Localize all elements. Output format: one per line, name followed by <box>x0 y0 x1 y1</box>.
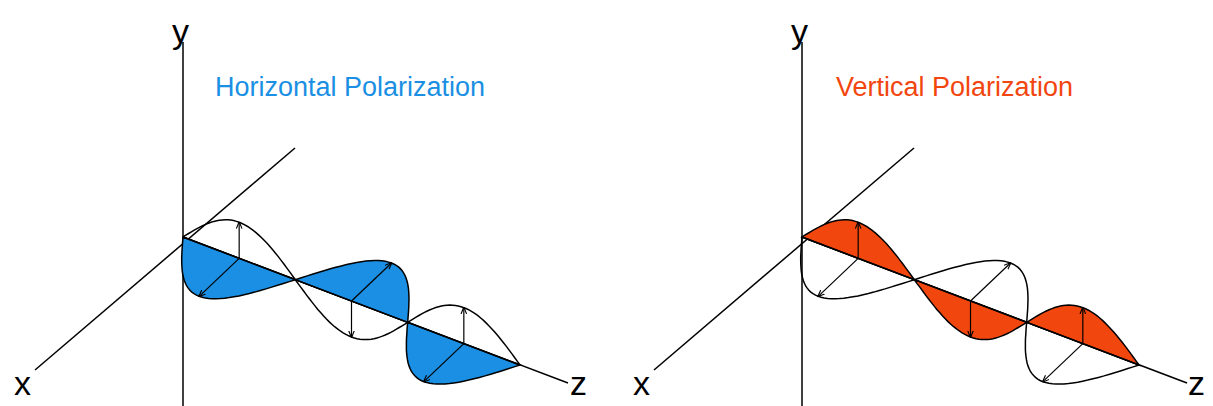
filled-wave <box>802 220 1139 365</box>
field-arrow <box>970 301 971 337</box>
y-axis <box>801 42 803 406</box>
axis-label: y <box>791 14 808 48</box>
axis-label: z <box>1188 366 1205 400</box>
propagation-line <box>802 237 1139 365</box>
z-axis <box>802 237 1187 383</box>
axis-label: x <box>633 366 650 400</box>
field-arrow <box>971 263 1011 301</box>
axis-label: z <box>570 366 587 400</box>
field-arrow <box>818 258 858 296</box>
field-arrow <box>858 222 859 258</box>
field-arrow <box>1082 308 1083 344</box>
field-arrow <box>352 263 392 301</box>
axis-label: y <box>172 14 189 48</box>
y-axis <box>182 42 184 406</box>
propagation-line <box>183 237 520 365</box>
field-arrow <box>1043 344 1083 382</box>
outline-wave <box>183 220 520 365</box>
panel-title: Horizontal Polarization <box>215 74 485 101</box>
field-arrow <box>463 308 464 344</box>
z-axis <box>183 237 568 383</box>
x-axis <box>35 148 295 370</box>
field-arrow <box>199 258 239 296</box>
outline-wave <box>801 237 1139 384</box>
field-arrow <box>239 222 240 258</box>
field-arrow <box>351 301 352 337</box>
field-arrow <box>424 344 464 382</box>
panel-title: Vertical Polarization <box>836 74 1073 101</box>
axis-label: x <box>14 366 31 400</box>
